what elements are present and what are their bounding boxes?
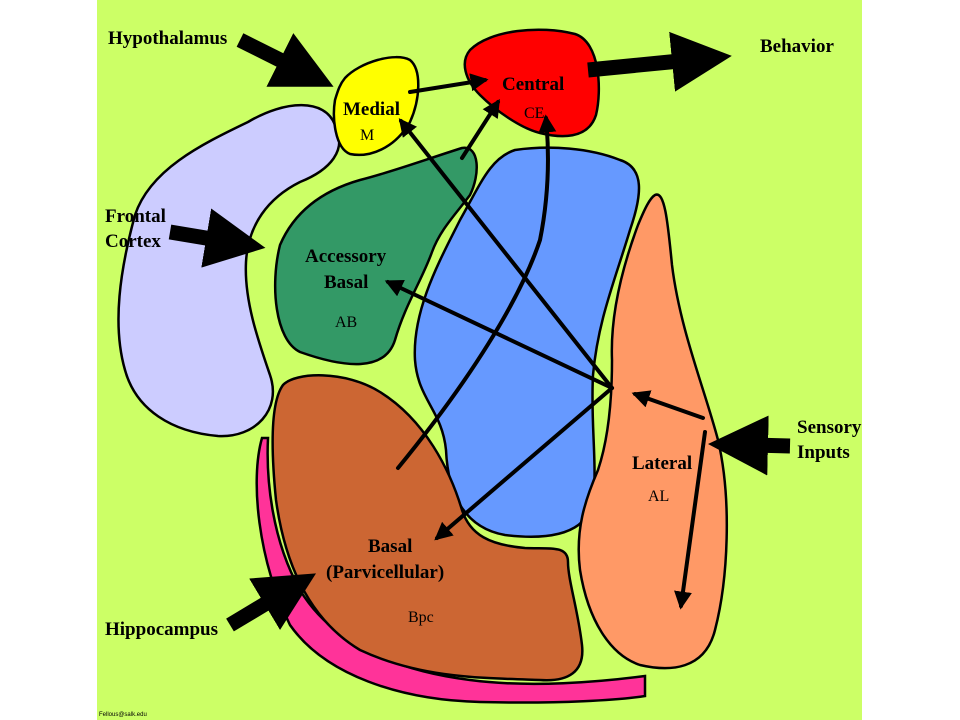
frontal-cortex-label-line1: Frontal [105, 206, 166, 227]
blue-nucleus-region [413, 146, 641, 538]
hypothalamus-arrow [236, 33, 334, 87]
basal-label-line2: (Parvicellular) [326, 562, 444, 583]
basal-to-central-arrow [396, 114, 557, 470]
basal-region [271, 374, 584, 682]
lateral-abbr: AL [648, 488, 669, 505]
hippocampus-arrow [226, 573, 317, 632]
accessory-basal-abbr: AB [335, 314, 357, 331]
sensory-inputs-label-line2: Inputs [797, 442, 850, 463]
lateral-to-medial-arrow [398, 118, 614, 390]
credit-text: Fellous@salk.edu [99, 712, 147, 718]
medial-region [332, 55, 420, 157]
sensory-inputs-arrow [708, 415, 791, 476]
accessory-basal-label-line2: Basal [324, 272, 368, 293]
central-label: Central [502, 74, 564, 95]
hippocampus-label: Hippocampus [105, 619, 218, 640]
frontal-cortex-region [117, 103, 341, 438]
basal-label-line1: Basal [368, 536, 412, 557]
lateral-internal-arrow [631, 390, 705, 420]
medial-to-central-arrow [408, 73, 489, 94]
accessory-basal-label-line1: Accessory [305, 246, 387, 267]
lateral-to-basal-arrow [434, 386, 614, 541]
basal-abbr: Bpc [408, 609, 434, 626]
lateral-label: Lateral [632, 453, 692, 474]
medial-abbr: M [360, 127, 374, 144]
frontal-cortex-label-line2: Cortex [105, 231, 161, 252]
accessory-basal-to-central-arrow [460, 98, 500, 160]
behavior-label: Behavior [760, 36, 834, 57]
hypothalamus-label: Hypothalamus [108, 28, 227, 49]
central-abbr: CE [524, 105, 544, 122]
lateral-descending-arrow [674, 430, 707, 610]
behavior-arrow [587, 31, 732, 92]
accessory-basal-region [273, 146, 478, 366]
sensory-inputs-label-line1: Sensory [797, 417, 862, 438]
frontal-cortex-arrow [168, 208, 266, 268]
lateral-to-accessory-basal-arrow [384, 280, 614, 390]
medial-label: Medial [343, 99, 400, 120]
